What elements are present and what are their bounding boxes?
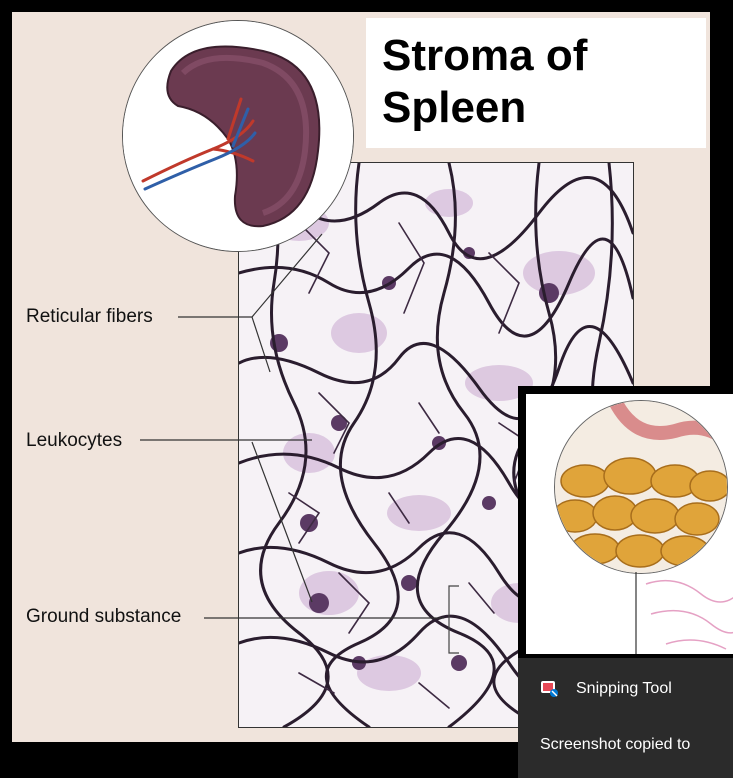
snipping-tool-notification[interactable]: Snipping Tool Screenshot copied to xyxy=(518,658,733,778)
leukocytes-label: Leukocytes xyxy=(26,430,123,451)
title-line-2: Spleen xyxy=(382,83,527,132)
title-box: Stroma of Spleen xyxy=(366,18,706,148)
slide-title: Stroma of Spleen xyxy=(382,30,587,134)
toast-message: Screenshot copied to xyxy=(540,736,691,753)
overlay-window: Snipping Tool Screenshot copied to xyxy=(518,386,733,778)
adipose-illustration xyxy=(554,400,728,574)
spleen-illustration xyxy=(122,20,354,252)
reticular-fibers-label: Reticular fibers xyxy=(26,306,153,327)
adipose-tissue-preview xyxy=(526,394,733,654)
toast-app-name: Snipping Tool xyxy=(576,680,672,697)
title-line-1: Stroma of xyxy=(382,31,588,80)
ground-substance-label: Ground substance xyxy=(26,606,182,627)
snipping-tool-icon xyxy=(541,681,558,697)
